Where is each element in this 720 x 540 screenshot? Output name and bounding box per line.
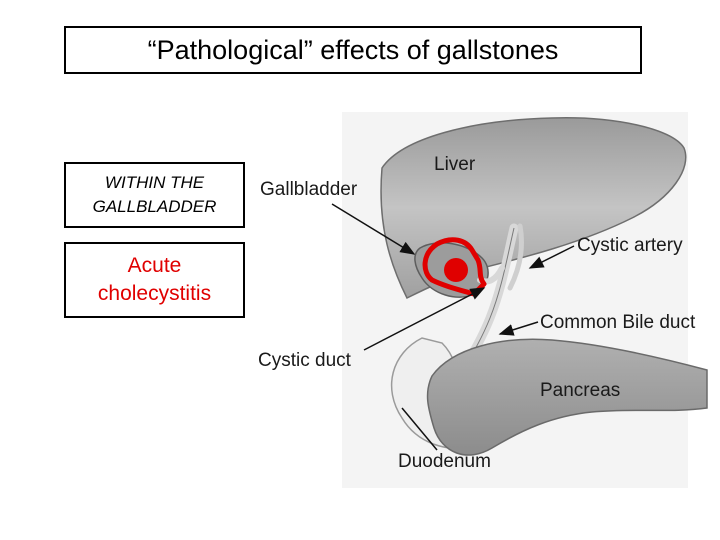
common-bile-duct-label: Common Bile duct	[540, 312, 696, 333]
acute-cholecystitis-box: Acute cholecystitis	[64, 242, 245, 318]
cystic-artery-label: Cystic artery	[577, 235, 683, 256]
cystic-artery-arrow	[528, 245, 575, 269]
acute-label-line1: Acute	[127, 254, 182, 277]
within-gallbladder-box: WITHIN THE GALLBLADDER	[64, 162, 245, 228]
gallbladder-arrow	[331, 203, 416, 255]
cystic-artery-shape	[507, 223, 525, 291]
within-label-line2: GALLBLADDER	[92, 197, 217, 216]
gallbladder-label: Gallbladder	[260, 179, 358, 200]
common-bile-duct-arrow	[498, 321, 539, 336]
duodenum-arrow	[401, 407, 438, 451]
duodenum-label: Duodenum	[398, 451, 491, 472]
acute-label-line2: cholecystitis	[97, 282, 212, 305]
gallstone-icon	[444, 258, 468, 282]
liver-label: Liver	[434, 154, 476, 175]
gallstone-highlight-outline	[422, 237, 487, 297]
slide-title: “Pathological” effects of gallstones	[64, 26, 642, 74]
within-label-line1: WITHIN THE	[104, 173, 205, 192]
cystic-duct-arrow	[363, 287, 486, 351]
pancreas-label: Pancreas	[540, 380, 620, 401]
cystic-duct-label: Cystic duct	[258, 350, 352, 371]
anatomy-illustration: Liver Gallbladder Cystic artery Common B…	[258, 112, 708, 488]
pancreas-shape	[426, 338, 708, 456]
